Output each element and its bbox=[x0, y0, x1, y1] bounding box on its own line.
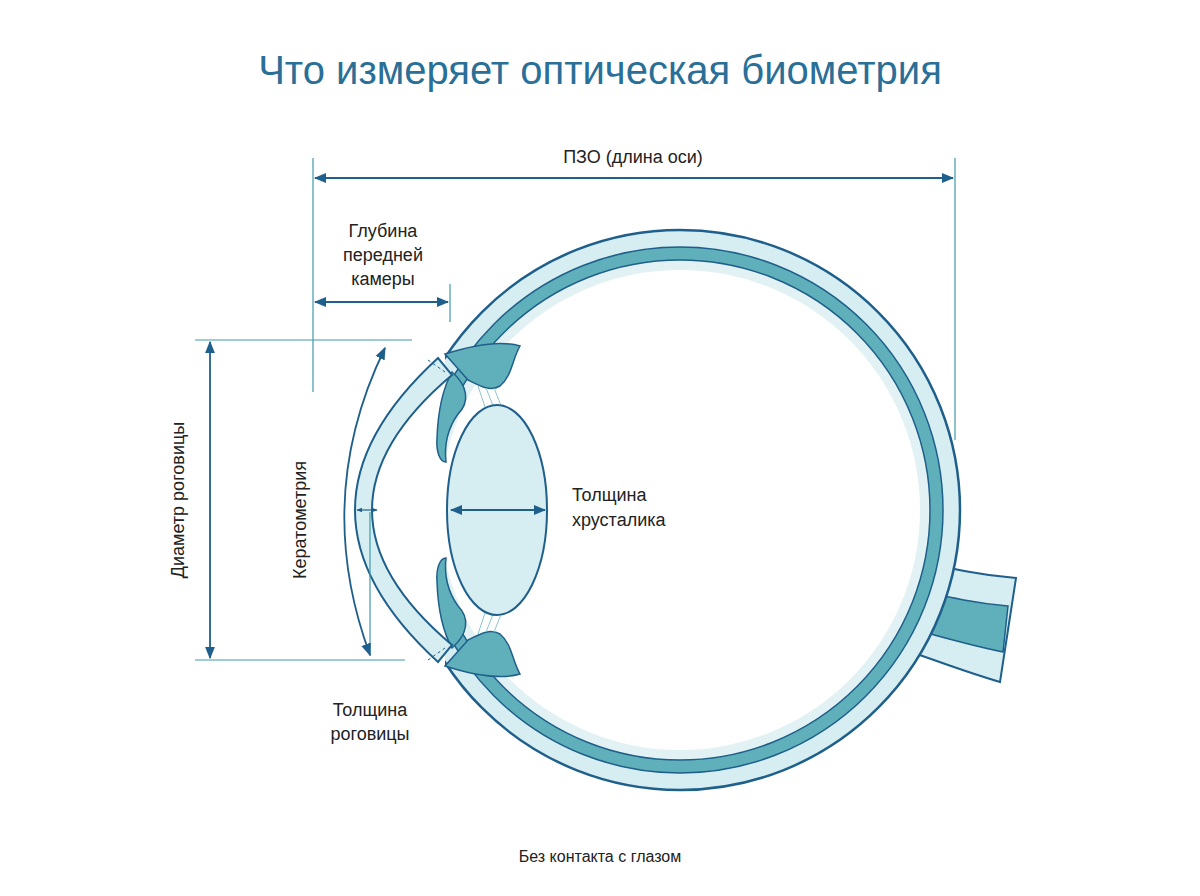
sclera bbox=[445, 230, 960, 790]
dimension-label: Толщина хрусталика bbox=[572, 483, 712, 533]
corneal-diameter-arrow bbox=[209, 342, 211, 658]
cornea bbox=[355, 358, 452, 662]
dimension-label: ПЗО (длина оси) bbox=[513, 146, 753, 168]
dimension-label: Диаметр роговицы bbox=[167, 422, 189, 578]
eye-globe bbox=[445, 230, 960, 790]
diagram-title: Что измеряет оптическая биометрия bbox=[0, 46, 1200, 94]
corneal-thickness-arrow bbox=[357, 509, 377, 510]
choroid bbox=[445, 247, 943, 773]
chamber-depth-arrow bbox=[315, 301, 448, 303]
lens-thickness-arrow bbox=[451, 509, 545, 511]
extension-lines bbox=[195, 158, 955, 660]
dimension-arrows bbox=[210, 178, 953, 658]
vitreous bbox=[445, 270, 920, 750]
diagram-caption: Без контакта с глазом bbox=[300, 846, 900, 868]
dimension-label: Кератометрия bbox=[289, 461, 311, 579]
retina bbox=[445, 260, 930, 760]
axial-length-arrow bbox=[315, 177, 953, 179]
dimension-label: Глубина передней камеры bbox=[323, 219, 443, 291]
limbus bbox=[428, 648, 445, 660]
keratometry-arrow bbox=[344, 348, 385, 655]
dimension-label: Толщина роговицы bbox=[315, 698, 425, 746]
limbus bbox=[428, 360, 445, 372]
crystalline-lens bbox=[447, 405, 547, 615]
